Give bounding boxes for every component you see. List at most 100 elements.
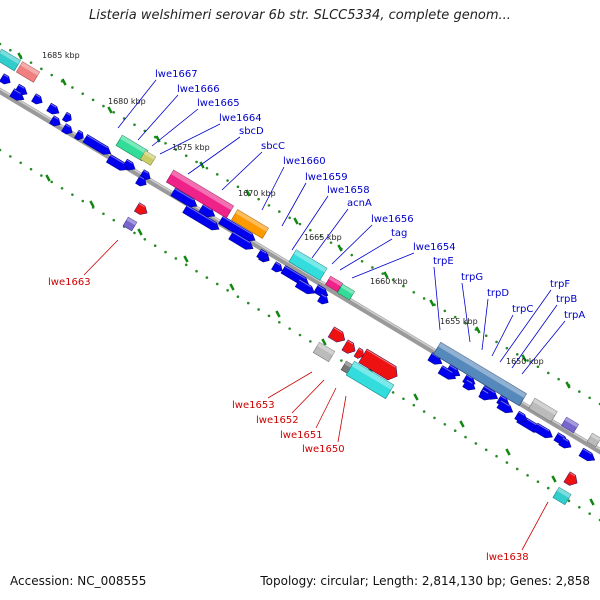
guide-dot — [133, 123, 136, 126]
cds-arrow-shape — [46, 102, 60, 115]
cds-arrow-row2 — [228, 231, 254, 250]
guide-dot — [515, 353, 519, 356]
guide-dot — [226, 289, 229, 292]
guide-dot — [484, 334, 488, 338]
tick-mark-lower — [551, 475, 557, 483]
gene-leader-trpB — [511, 304, 558, 369]
cds-arrow-row2-shine — [65, 123, 71, 128]
cds-arrow-row2 — [182, 204, 220, 231]
kbp-tick-label: 1660 kbp — [370, 277, 408, 286]
tick-mark-upper — [199, 161, 205, 169]
feature-steel-trp-gloss — [438, 342, 527, 398]
cds-arrow-shine — [500, 395, 507, 400]
feature-grey-lower-body — [312, 341, 336, 363]
tick-mark-lower — [321, 338, 327, 346]
cds-arrow-row2-shine — [518, 411, 525, 416]
cds-arrow-shape — [31, 93, 43, 105]
feature-red-lower-2 — [341, 339, 356, 354]
cds-arrow-row2 — [532, 422, 553, 439]
feature-olive-body — [139, 150, 157, 166]
feature-cyan-edge-gloss — [0, 49, 21, 65]
cds-arrow-row2 — [271, 261, 283, 273]
tick-mark-lower — [459, 420, 465, 428]
feature-red-lower-big-shape — [358, 348, 398, 381]
guide-dot — [195, 269, 198, 273]
cds-arrow-row2-shape — [294, 278, 315, 295]
feature-salmon-gloss — [20, 61, 40, 76]
cds-arrow-shine — [86, 134, 108, 149]
guide-dot — [0, 42, 2, 46]
cds-arrow-row2 — [9, 88, 25, 101]
guide-dot — [112, 110, 116, 114]
cds-arrow-row2-shape — [496, 399, 514, 414]
cds-arrow-row2-shape — [578, 447, 596, 462]
cds-arrow-row2-shine — [275, 261, 281, 266]
cds-arrow-row2 — [49, 115, 61, 127]
feature-red-lower-2-shape — [341, 339, 356, 354]
guide-dot — [195, 160, 198, 164]
cds-arrow-row2-shape — [532, 422, 553, 439]
gene-leader-lwe1652 — [291, 379, 325, 414]
guide-dot — [81, 199, 85, 203]
gene-label-lwe1650: lwe1650 — [302, 444, 345, 455]
cds-arrow-row2-shape — [49, 115, 61, 127]
guide-dot — [205, 166, 209, 170]
cds-arrow-row2-shape — [73, 129, 84, 141]
tick-mark-upper — [521, 354, 527, 362]
tick-mark-upper — [565, 381, 571, 389]
guide-dot — [29, 167, 33, 171]
tick-mark-lower — [45, 174, 51, 182]
cds-arrow-row2 — [496, 399, 514, 414]
guide-dot — [412, 403, 416, 407]
guide-dot — [71, 193, 74, 196]
feature-lwe1663-red-shape — [134, 202, 148, 215]
guide-dot — [215, 282, 219, 286]
guide-dot — [505, 461, 509, 464]
guide-dot — [9, 155, 12, 158]
guide-dot — [184, 154, 188, 158]
gene-leader-tag — [339, 238, 393, 271]
cds-arrow — [82, 134, 112, 155]
guide-dot — [40, 174, 43, 177]
tick-mark-lower — [229, 283, 235, 291]
feature-lwe1663-red — [134, 202, 148, 215]
gene-leader-lwe1663 — [83, 239, 119, 276]
guide-dot — [298, 222, 302, 226]
gene-leader-lwe1650 — [337, 395, 347, 443]
guide-dot — [495, 454, 498, 458]
feature-lwe1663-purple — [122, 216, 138, 232]
feature-lwe1663-purple-body — [122, 216, 138, 232]
gene-leader-trpF — [499, 289, 552, 363]
guide-dot — [412, 290, 416, 294]
cds-arrow-row2-shape — [514, 410, 528, 423]
cds-arrow-row2-shine — [582, 448, 592, 455]
guide-dot — [164, 142, 167, 145]
cds-arrow-row2 — [294, 278, 315, 295]
feature-green-small-gloss — [340, 284, 355, 295]
guide-dot — [360, 259, 364, 263]
feature-cyan — [288, 249, 328, 281]
guide-dot — [50, 180, 54, 184]
feature-cyan-1638-body — [552, 486, 572, 506]
guide-dot — [102, 104, 105, 108]
cds-arrow-shine — [66, 112, 71, 116]
gene-label-lwe1660: lwe1660 — [283, 156, 326, 167]
cds-arrow-shine — [18, 84, 25, 89]
cds-arrow-shine — [222, 216, 253, 235]
cds-arrow-shine — [126, 159, 133, 164]
guide-dot — [278, 210, 281, 213]
tick-mark-lower — [137, 228, 143, 236]
cds-arrow-row2-shape — [61, 123, 73, 135]
tick-mark-lower — [89, 200, 95, 208]
cds-arrow-shape — [170, 187, 198, 208]
kbp-tick-label: 1650 kbp — [506, 357, 544, 366]
cds-arrow-shine — [557, 432, 565, 438]
guide-dot — [309, 228, 312, 232]
gene-leader-lwe1660 — [261, 166, 285, 211]
gene-label-lwe1651: lwe1651 — [280, 430, 323, 441]
gene-label-sbcC: sbcC — [261, 141, 285, 152]
tick-mark-upper — [107, 106, 113, 114]
guide-dot — [340, 359, 343, 362]
cds-arrow-row2-shine — [260, 249, 267, 254]
